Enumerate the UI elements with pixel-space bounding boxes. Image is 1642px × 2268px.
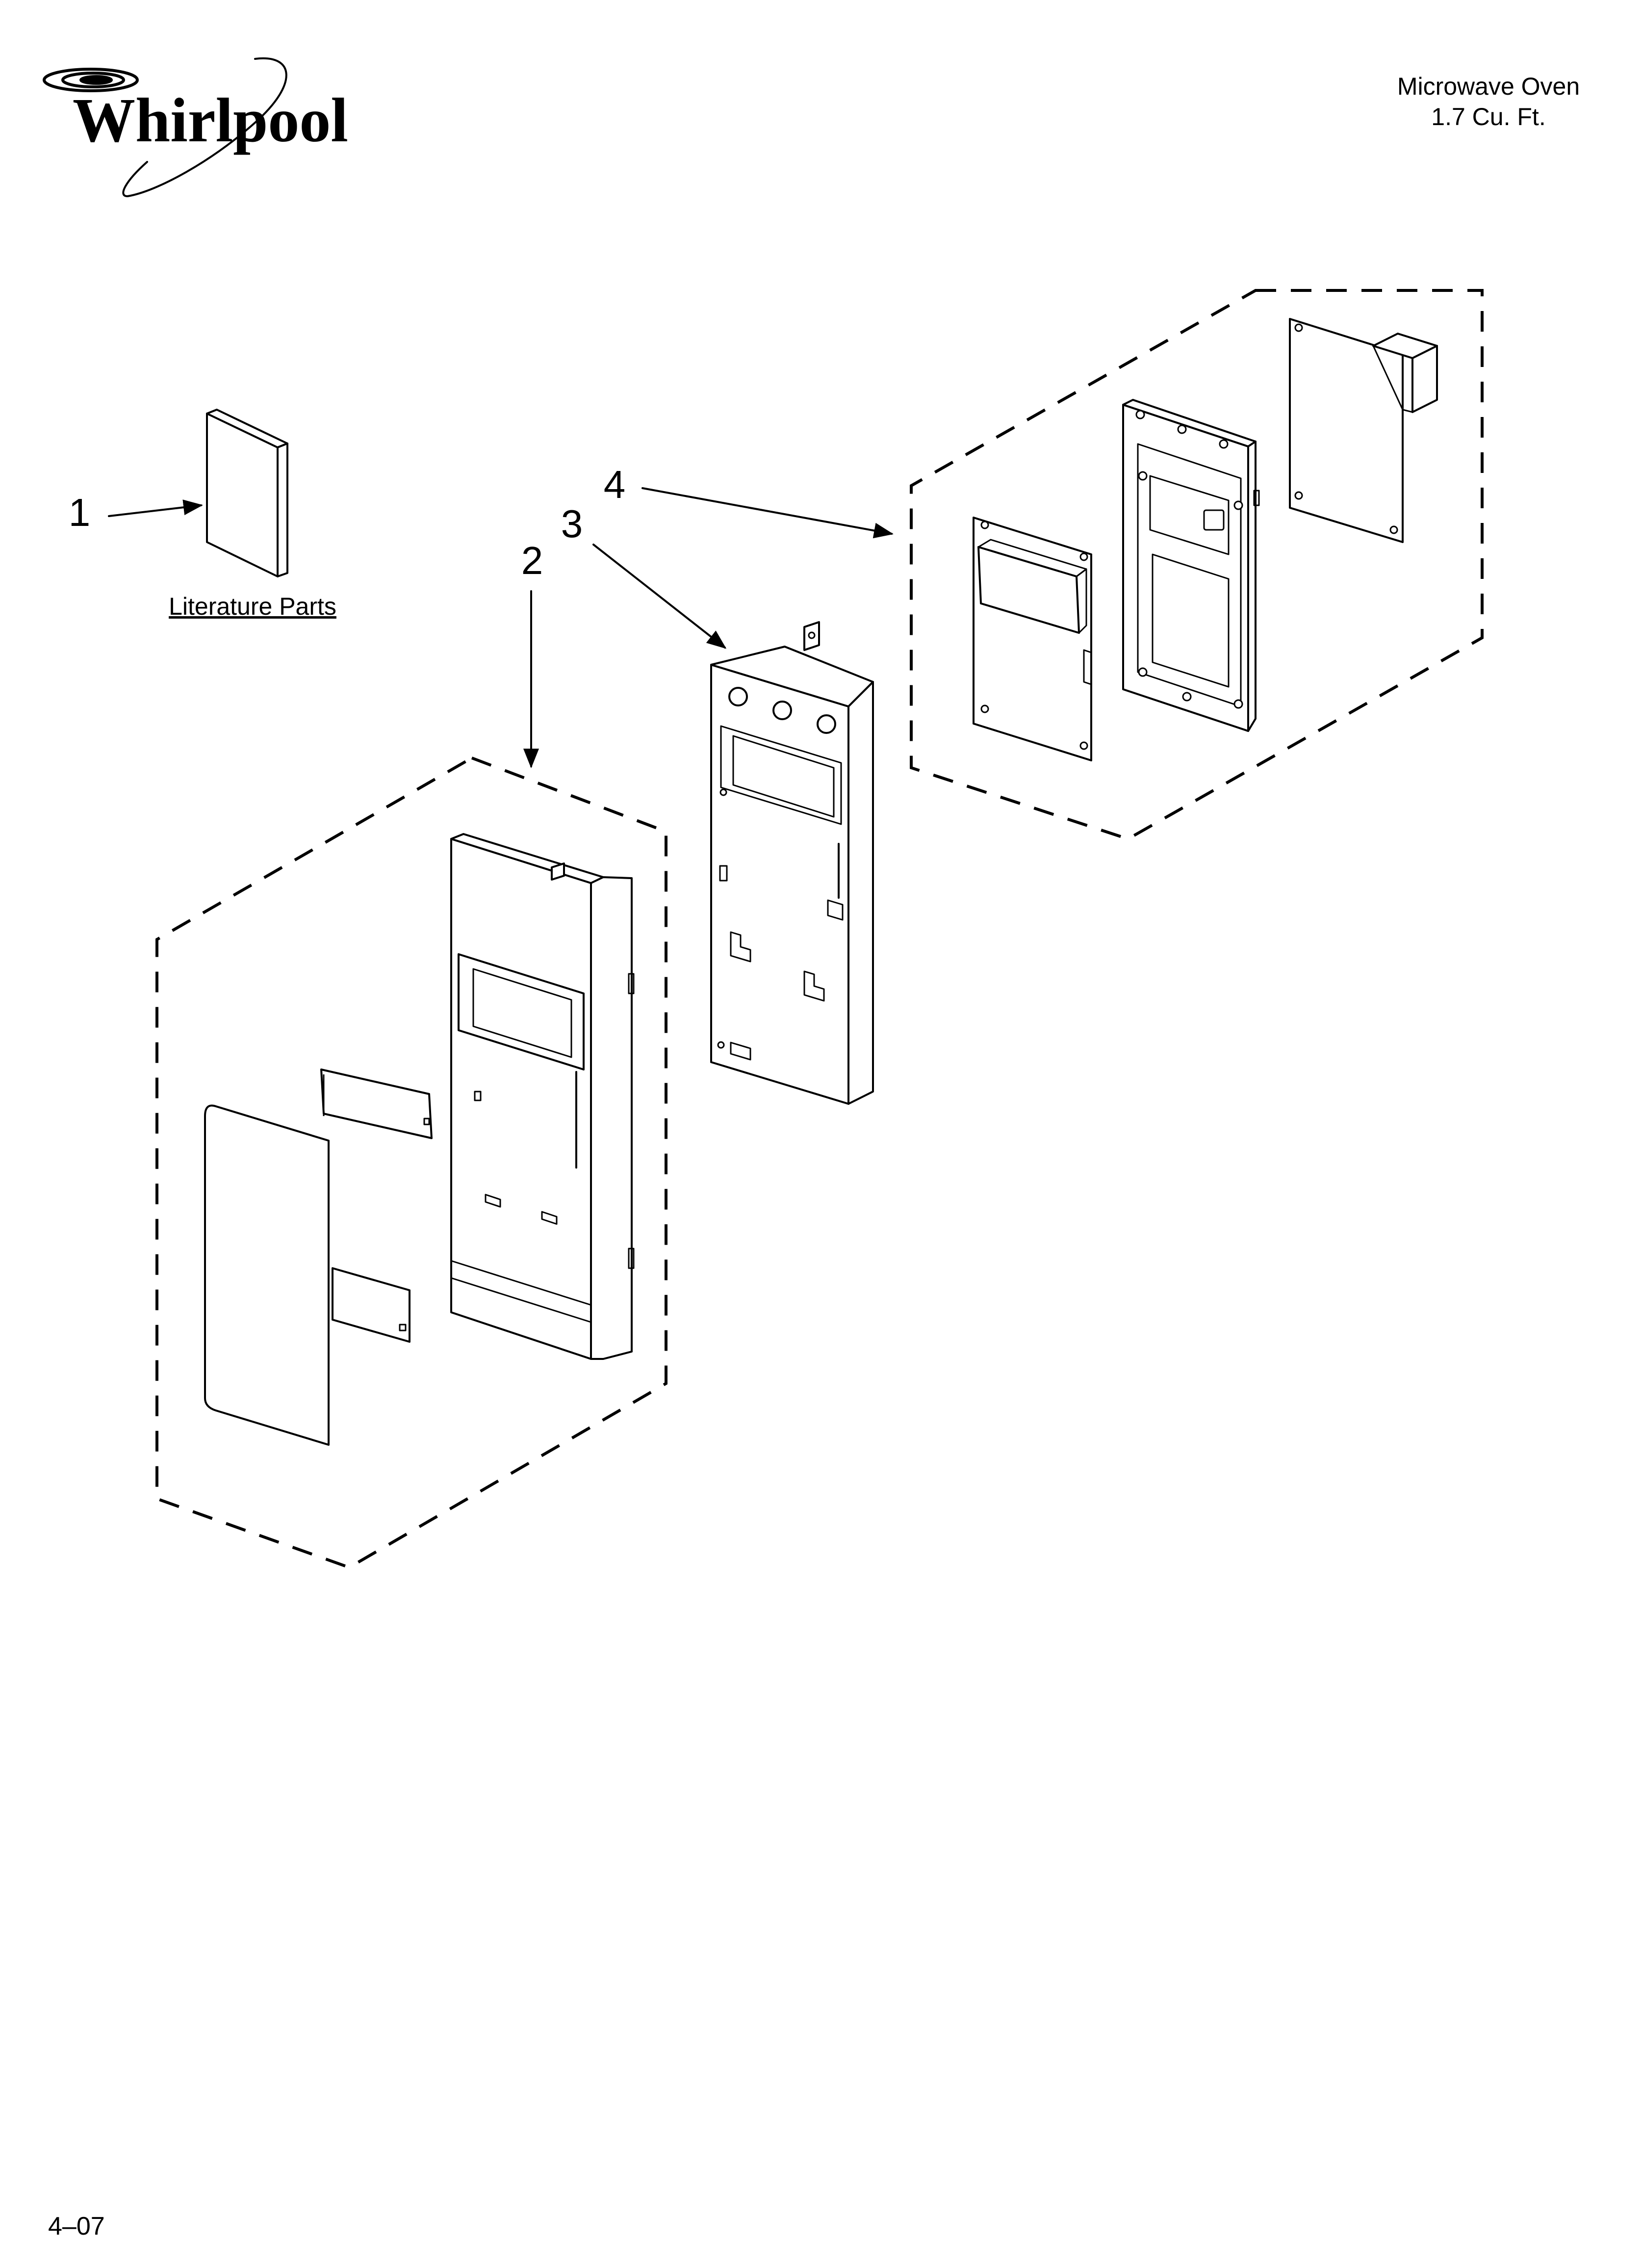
swirl-logo-icon [43, 68, 139, 92]
whirlpool-logo: Whirlpool [43, 57, 348, 197]
leader-arrow-3 [592, 544, 727, 649]
assembly-2-boundary [155, 756, 667, 1569]
control-board-part [973, 517, 1092, 761]
bracket-part [710, 621, 874, 1105]
circuit-board-part [1289, 318, 1438, 543]
header-title-line2: 1.7 Cu. Ft. [1431, 103, 1545, 130]
assembly-4-boundary [910, 289, 1484, 841]
display-lens-part [320, 1069, 433, 1139]
literature-booklet-part [206, 409, 288, 577]
control-housing-part [1122, 399, 1260, 732]
callout-3: 3 [561, 502, 583, 546]
callout-1: 1 [69, 491, 91, 534]
control-panel-assembly-part [450, 833, 635, 1360]
literature-parts-label: Literature Parts [169, 593, 336, 620]
footer-code: 4–07 [48, 2212, 105, 2241]
callout-2: 2 [521, 539, 543, 582]
leader-arrow-1 [108, 499, 203, 517]
header-title-line1: Microwave Oven [1397, 73, 1580, 100]
brand-wordmark: Whirlpool [73, 85, 348, 155]
nameplate-part [332, 1267, 410, 1343]
touchpad-overlay-part [204, 1104, 330, 1446]
callout-4: 4 [604, 463, 626, 506]
leader-arrow-4 [641, 487, 894, 539]
